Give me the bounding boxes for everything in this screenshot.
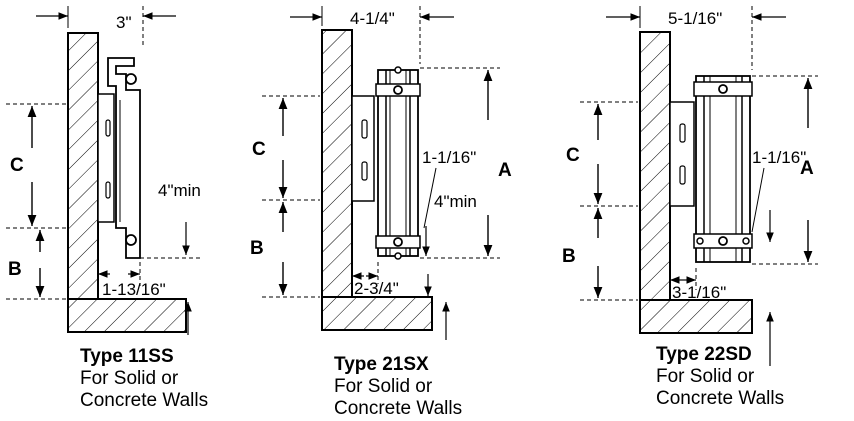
caption-line: Concrete Walls bbox=[80, 390, 209, 411]
panel-21sx: 4-1/4" C B A 1-1/16" 4"min 2-3/4" bbox=[250, 6, 512, 340]
spacing-dimension: 1-1/16" bbox=[752, 148, 806, 167]
wall-section bbox=[321, 29, 353, 298]
fitting-top bbox=[125, 73, 137, 85]
caption-22sd: Type 22SD For Solid or Concrete Walls bbox=[656, 344, 784, 410]
dimension-b-label: B bbox=[8, 259, 22, 280]
dimension-b-label: B bbox=[562, 246, 576, 267]
wall-section bbox=[639, 31, 671, 301]
caption-line: For Solid or bbox=[656, 366, 755, 387]
caption-line: Concrete Walls bbox=[334, 398, 463, 419]
panel-22sd: 5-1/16" C B A 1-1/16" 3-1/16" bbox=[562, 6, 818, 366]
mounting-bracket bbox=[97, 93, 115, 223]
dimension-c-label: C bbox=[10, 155, 24, 176]
dimension-c-label: C bbox=[252, 139, 266, 160]
caption-line: For Solid or bbox=[80, 368, 179, 389]
radiator-panel bbox=[107, 57, 141, 259]
type-label: Type 21SX bbox=[334, 354, 429, 375]
caption-line: Concrete Walls bbox=[656, 388, 785, 409]
radiator-panel bbox=[693, 75, 753, 263]
dimension-c-label: C bbox=[566, 145, 580, 166]
radiator-panel bbox=[375, 66, 421, 260]
mounting-bracket bbox=[669, 101, 695, 207]
width-dimension: 4-1/4" bbox=[350, 9, 395, 28]
gap-dimension: 1-13/16" bbox=[102, 280, 166, 299]
caption-11ss: Type 11SS For Solid or Concrete Walls bbox=[80, 346, 208, 412]
gap-dimension: 3-1/16" bbox=[672, 283, 726, 302]
wall-section bbox=[67, 32, 99, 300]
gap-dimension: 2-3/4" bbox=[354, 279, 399, 298]
fitting-bottom bbox=[125, 234, 137, 246]
min-clearance-dimension: 4"min bbox=[434, 192, 477, 211]
floor-section bbox=[639, 299, 753, 334]
width-dimension: 3" bbox=[116, 13, 132, 32]
spacing-dimension: 1-1/16" bbox=[422, 148, 476, 167]
type-label: Type 11SS bbox=[80, 346, 174, 367]
dimension-a-label: A bbox=[498, 160, 512, 181]
caption-line: For Solid or bbox=[334, 376, 433, 397]
mounting-bracket bbox=[351, 95, 375, 202]
panel-11ss: 3" C B 4"min 1-13/16" bbox=[6, 6, 201, 335]
dimension-a-label: A bbox=[800, 158, 814, 179]
caption-21sx: Type 21SX For Solid or Concrete Walls bbox=[334, 354, 462, 420]
floor-section bbox=[67, 298, 187, 333]
width-dimension: 5-1/16" bbox=[668, 9, 722, 28]
dimension-b-label: B bbox=[250, 238, 264, 259]
floor-section bbox=[321, 296, 433, 331]
min-clearance-dimension: 4"min bbox=[158, 181, 201, 200]
type-label: Type 22SD bbox=[656, 344, 752, 365]
